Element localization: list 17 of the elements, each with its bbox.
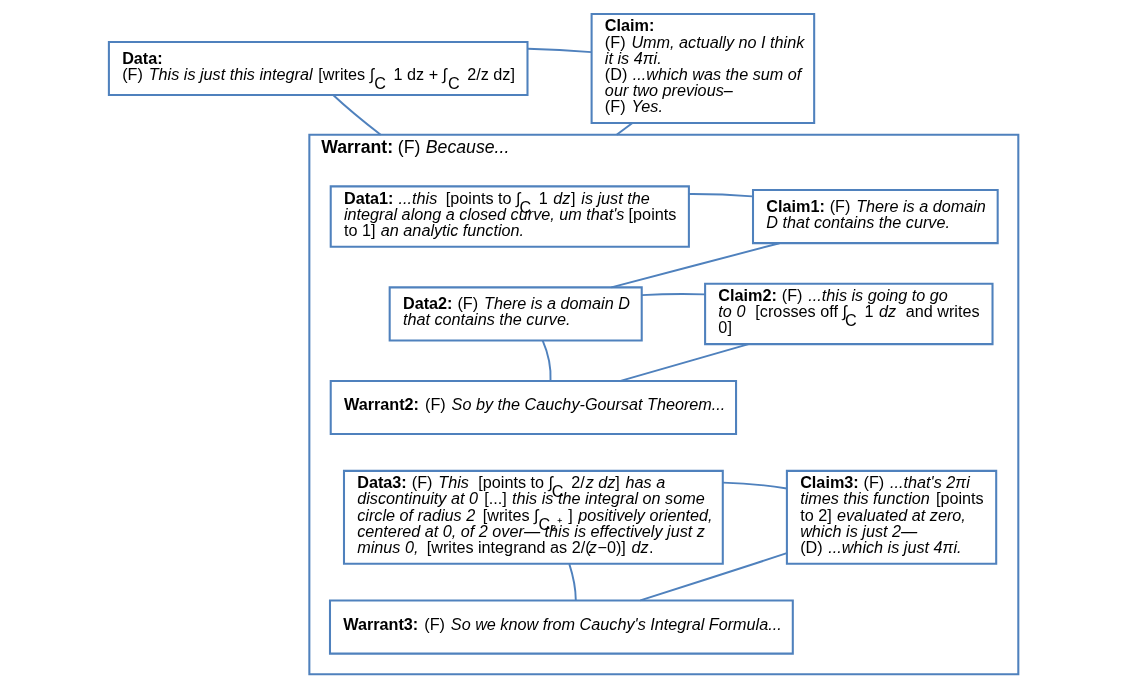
node-box: Data2: (F) There is a domain D that contains the curve. (388, 286, 643, 342)
connector (721, 481, 788, 490)
connector (609, 242, 780, 289)
connector (526, 47, 592, 54)
connector (687, 193, 753, 198)
connector (541, 339, 552, 382)
node-box: Claim: (F) Umm, actually no I think it is 4πi. (D) ...which was the sum of our two previous– (F) Yes. (590, 12, 815, 125)
connector (638, 552, 788, 602)
connector (619, 343, 750, 382)
connector (567, 563, 577, 601)
node-box: Warrant2: (F) So by the Cauchy-Goursat Theorem... (329, 379, 737, 436)
connector (640, 293, 706, 297)
connector (332, 94, 382, 136)
node-box: Claim3: (F) ...that's 2πi times this function [points to 2] evaluated at zero, which is just 2— (D) ...which is just 4πi. (785, 469, 997, 565)
node-box: Warrant3: (F) So we know from Cauchy's Integral Formula... (328, 599, 794, 655)
connector (615, 122, 633, 136)
node-box: Claim1: (F) There is a domain D that contains the curve. (751, 189, 999, 245)
